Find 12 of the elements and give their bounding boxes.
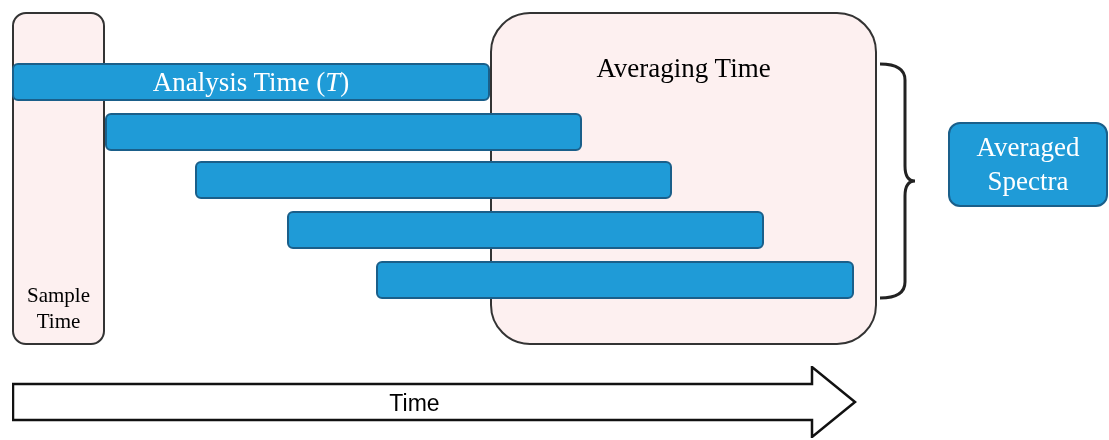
time-bar bbox=[195, 161, 672, 199]
time-bar bbox=[376, 261, 854, 299]
window-label: Sample Time bbox=[26, 282, 91, 335]
time-bar bbox=[287, 211, 764, 249]
bar-label: Analysis Time (T) bbox=[151, 66, 351, 98]
axis-label: Time bbox=[388, 389, 441, 417]
result-box bbox=[948, 122, 1108, 207]
time-bar bbox=[12, 63, 490, 101]
result-label: Averaged Spectra bbox=[975, 130, 1081, 198]
block-arrow bbox=[12, 366, 857, 438]
time-bar bbox=[105, 113, 582, 151]
window-label: Averaging Time bbox=[595, 52, 772, 85]
